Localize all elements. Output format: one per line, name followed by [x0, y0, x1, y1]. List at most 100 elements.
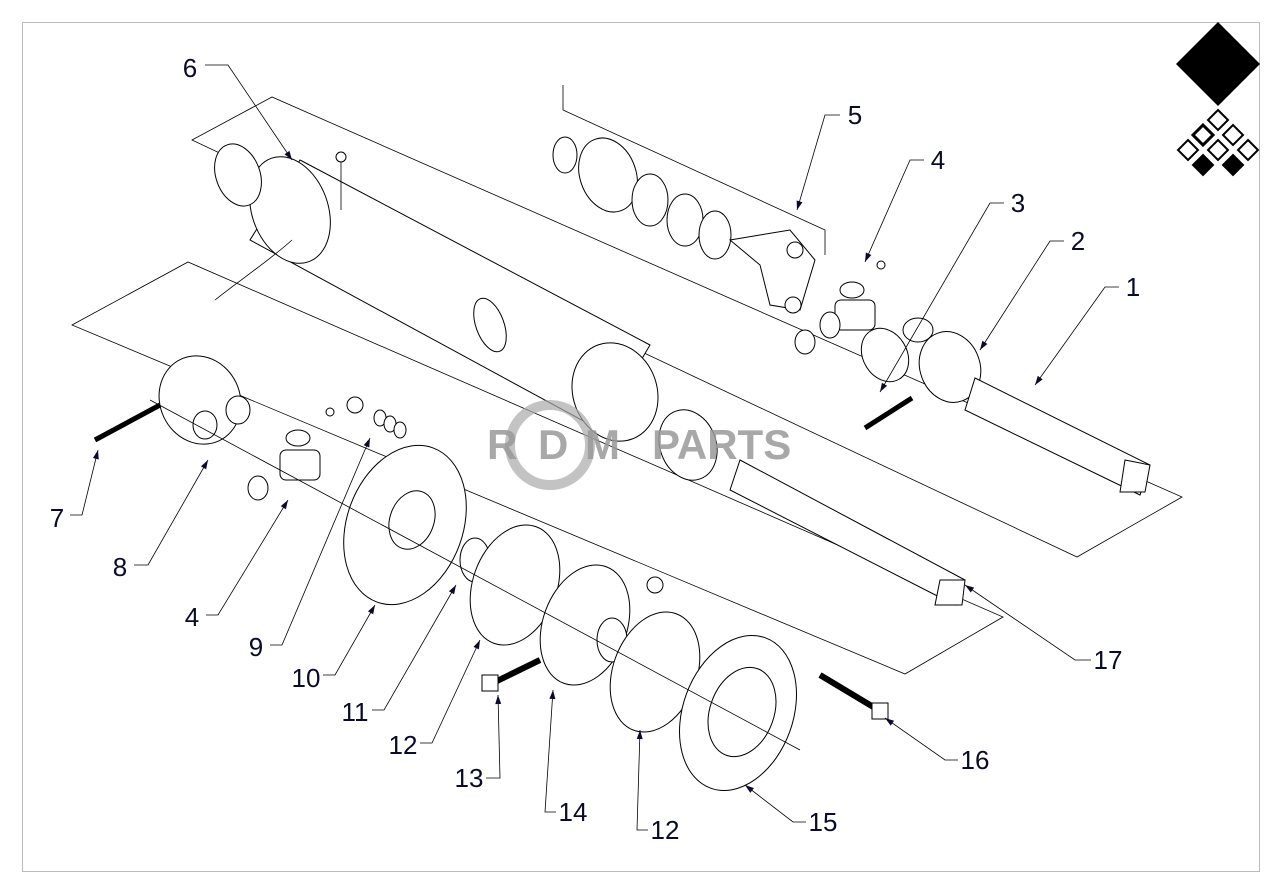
callout-label: 3 [1011, 188, 1025, 218]
callout-10: 10 [292, 604, 376, 693]
callout-label: 9 [249, 632, 263, 662]
plane-5 [562, 85, 826, 255]
callout-label: 14 [559, 797, 588, 827]
leader-line [636, 729, 648, 831]
callout-6: 6 [183, 53, 293, 161]
callout-label: 13 [455, 763, 484, 793]
arrowhead [92, 450, 99, 460]
arrowhead [745, 785, 754, 793]
arrowhead [284, 150, 292, 160]
callout-label: 4 [185, 602, 199, 632]
arrowhead [363, 438, 370, 448]
callout-11: 11 [342, 584, 457, 727]
cross-joint-part-4-lower [247, 407, 335, 501]
callout-label: 17 [1094, 645, 1123, 675]
axis-line [149, 399, 801, 751]
arrowhead [367, 605, 375, 615]
callout-label: 16 [961, 745, 990, 775]
leader-line [864, 159, 924, 263]
callout-label: 8 [113, 552, 127, 582]
callout-label: 7 [50, 503, 64, 533]
callout-16: 16 [884, 717, 990, 775]
callout-13: 13 [455, 694, 502, 793]
arrowhead [865, 252, 872, 262]
callout-4: 4 [185, 499, 289, 632]
leader-line [544, 689, 556, 813]
profile-tube-part-17 [658, 409, 966, 606]
callout-label: 10 [292, 663, 321, 693]
arrowhead [549, 690, 556, 700]
leader-line [879, 202, 1004, 393]
outer-tube-part-6 [214, 143, 659, 442]
yoke-assembly-part-5 [552, 136, 816, 355]
spring-part-9 [346, 396, 407, 439]
leader-line [979, 240, 1064, 351]
hub-part-14 [539, 564, 664, 686]
arrowhead [880, 382, 888, 392]
leader-line [323, 604, 376, 676]
callout-9: 9 [249, 437, 371, 662]
leader-line [744, 784, 806, 823]
callout-label: 12 [389, 730, 418, 760]
callout-label: 11 [342, 697, 369, 727]
arrowhead [280, 500, 288, 510]
callout-12: 12 [389, 639, 481, 760]
callout-label: 4 [931, 145, 945, 175]
watermark-word: PARTS [652, 421, 791, 468]
arrowhead [980, 340, 988, 350]
arrowhead [473, 640, 480, 650]
callout-label: 1 [1126, 272, 1140, 302]
callout-8: 8 [113, 459, 209, 582]
upper-plane [191, 96, 1183, 558]
callout-4: 4 [864, 145, 945, 263]
callout-label: 12 [651, 815, 680, 845]
leader-line [420, 639, 481, 744]
flange-part-10 [343, 444, 467, 606]
leader-line [1034, 286, 1119, 386]
leader-line [486, 694, 501, 779]
arrowhead [200, 460, 208, 470]
drawing-frame [22, 22, 1260, 872]
arrowhead [636, 730, 643, 740]
callout-label: 6 [183, 53, 197, 83]
yoke-part-8 [93, 355, 251, 445]
callout-15: 15 [744, 784, 838, 837]
leader-line [884, 717, 958, 761]
arrowhead [965, 585, 975, 593]
callout-3: 3 [879, 188, 1025, 393]
callout-5: 5 [796, 100, 862, 211]
callout-label: 15 [809, 807, 838, 837]
leader-line [270, 437, 371, 646]
leader-line [372, 584, 457, 711]
watermark-letter: D [538, 421, 568, 468]
leader-line [796, 114, 840, 211]
arrowhead [885, 718, 895, 726]
callout-2: 2 [979, 226, 1085, 351]
callout-14: 14 [544, 689, 588, 827]
bolt-part-13 [481, 657, 542, 692]
bolt-part-16 [818, 672, 889, 720]
leader-line [70, 449, 99, 516]
rdm-parts-watermark: R D M PARTS [487, 400, 791, 490]
leader-line [964, 584, 1091, 661]
callout-12: 12 [636, 729, 680, 845]
callout-1: 1 [1034, 272, 1140, 386]
arrowhead [1035, 375, 1043, 385]
arrowhead [495, 695, 502, 705]
callout-7: 7 [50, 449, 99, 533]
leader-line [206, 499, 289, 616]
watermark-letter: M [585, 421, 620, 468]
lower-plane [71, 261, 1004, 675]
diamond-logo [1176, 22, 1260, 177]
yoke-part-2 [860, 317, 982, 431]
callout-label: 5 [848, 100, 862, 130]
flange-part-15 [679, 635, 797, 791]
leader-line [134, 459, 209, 566]
callout-17: 17 [964, 584, 1123, 675]
watermark-letter: R [487, 421, 517, 468]
callout-label: 2 [1071, 226, 1085, 256]
arrowhead [796, 200, 803, 210]
arrowhead [448, 585, 456, 595]
